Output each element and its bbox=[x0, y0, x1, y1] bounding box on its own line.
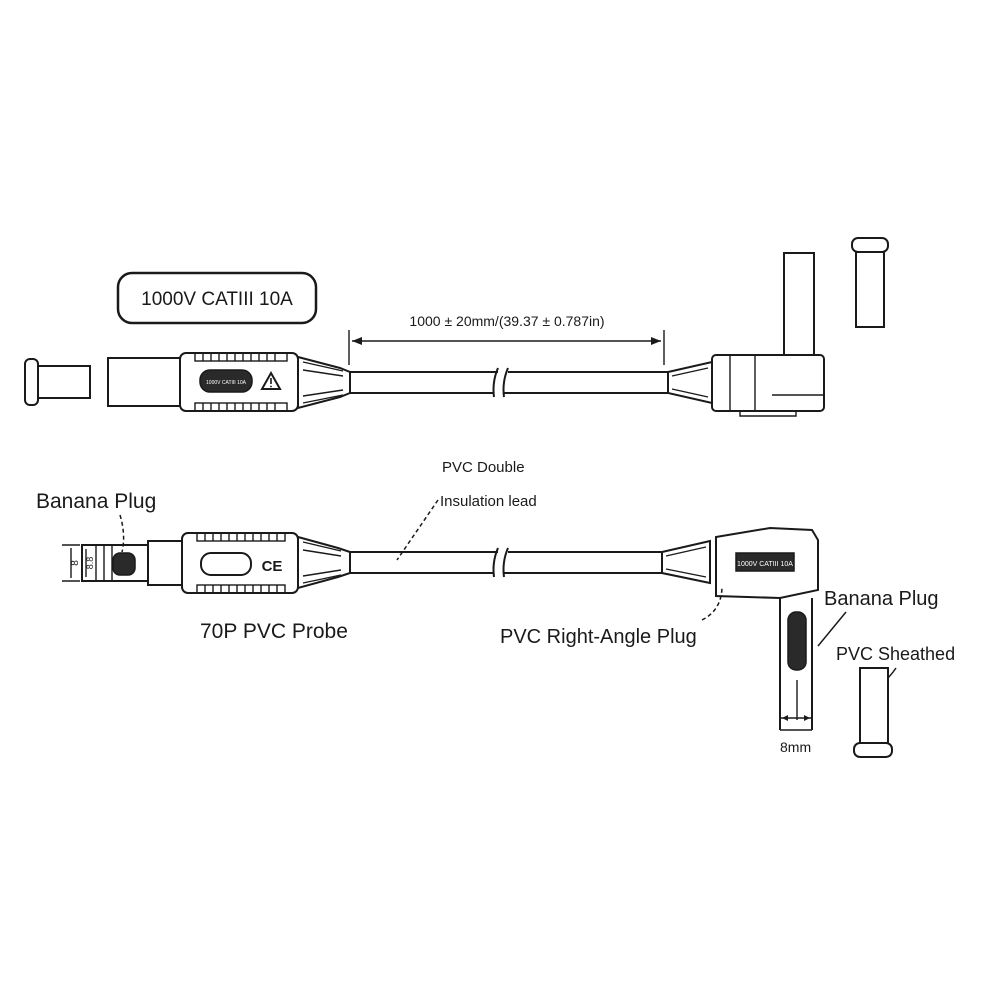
warning-triangle-icon bbox=[260, 370, 282, 390]
diameter-right-text: 8mm bbox=[780, 739, 811, 755]
plug-marking-text: 1000V CATIII 10A bbox=[737, 561, 793, 568]
sheathed-label: PVC Sheathed bbox=[836, 644, 955, 664]
ce-mark-icon: CE bbox=[262, 558, 283, 575]
strain-relief-top-left bbox=[297, 355, 351, 410]
right-angle-plug-label: PVC Right-Angle Plug bbox=[500, 626, 697, 648]
lead-label-line1: PVC Double bbox=[442, 459, 525, 476]
banana-plug-left-leader bbox=[119, 514, 125, 553]
right-angle-plug-top bbox=[667, 354, 825, 417]
probe-label: 70P PVC Probe bbox=[200, 620, 348, 643]
cable-bottom bbox=[350, 547, 662, 578]
probe-handle-top: 1000V CATIII 10A bbox=[179, 352, 299, 412]
length-dimension-text: 1000 ± 20mm/(39.37 ± 0.787in) bbox=[409, 313, 604, 329]
sheath-cap-left bbox=[24, 358, 91, 406]
diameter-left-inner-text: 8.8 bbox=[85, 557, 95, 570]
sheath-cap-top-right bbox=[851, 237, 889, 328]
probe-handle-bottom: CE bbox=[181, 532, 299, 594]
cable-top bbox=[350, 367, 668, 398]
rating-label-text: 1000V CATIII 10A bbox=[141, 289, 293, 310]
banana-pin-top bbox=[783, 252, 815, 356]
probe-marking-window bbox=[199, 369, 253, 393]
probe-marking-text: 1000V CATIII 10A bbox=[206, 380, 247, 386]
right-angle-plug-leader bbox=[701, 585, 723, 621]
banana-plug-right-label: Banana Plug bbox=[824, 588, 939, 610]
right-angle-plug-bottom: 1000V CATIII 10A bbox=[661, 526, 819, 731]
banana-plug-right-leader bbox=[817, 611, 847, 647]
diameter-left-outer-text: 8 bbox=[70, 560, 81, 566]
rating-label: 1000V CATIII 10A bbox=[116, 271, 318, 325]
banana-plug-left: 8 8.8 bbox=[62, 540, 183, 586]
length-dimension: 1000 ± 20mm/(39.37 ± 0.787in) bbox=[348, 313, 665, 365]
lead-label-line2: Insulation lead bbox=[440, 493, 537, 510]
tip-sleeve bbox=[107, 357, 181, 407]
banana-plug-left-label: Banana Plug bbox=[36, 490, 156, 513]
strain-relief-bottom-left bbox=[297, 535, 351, 590]
lead-leader bbox=[396, 499, 439, 561]
sheath-cap-bottom-right bbox=[853, 667, 893, 758]
